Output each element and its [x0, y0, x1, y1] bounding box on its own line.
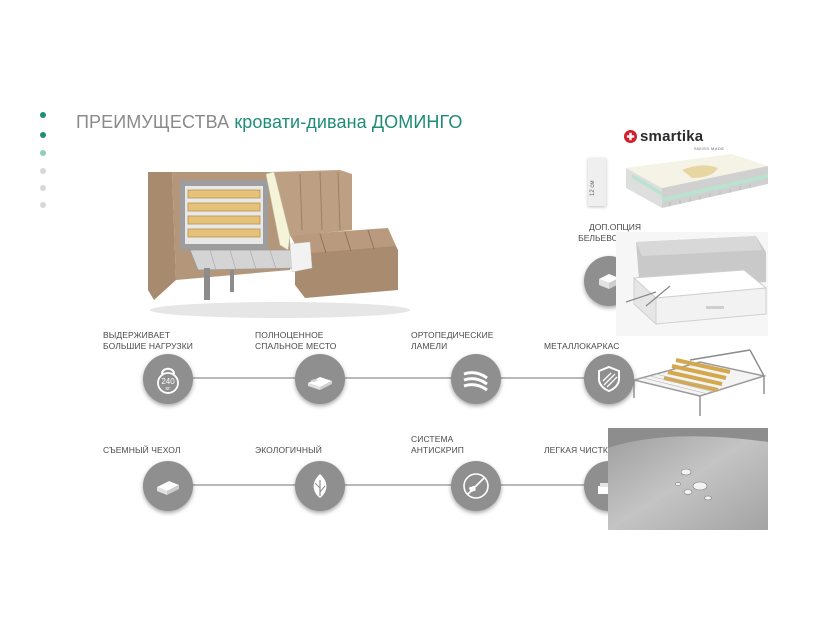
- sofa-bed-illustration: [148, 170, 410, 318]
- water-drops-fabric-image: [608, 428, 768, 530]
- feature-circle-eco[interactable]: [295, 461, 345, 511]
- leaf-icon: [313, 474, 327, 498]
- feature-circle-removable-cover[interactable]: [143, 461, 193, 511]
- feature-circle-load[interactable]: 240 КГ: [143, 354, 193, 404]
- feature-label-load: Выдерживаетбольшие нагрузки: [103, 330, 193, 351]
- slats-icon: [463, 371, 488, 392]
- title-highlight: кровати-дивана ДОМИНГО: [234, 112, 463, 132]
- mattress-thickness-bar: 12 см: [588, 158, 606, 206]
- nav-dot[interactable]: [40, 132, 46, 138]
- nav-dot[interactable]: [40, 202, 46, 208]
- feature-label-anti-squeak: Системаантискрип: [411, 434, 464, 455]
- mattress-image: [626, 154, 768, 208]
- storage-box-image: [616, 232, 768, 336]
- nav-dot[interactable]: [40, 168, 46, 174]
- brand-name: smartika: [640, 128, 704, 145]
- feature-label-sleeping-place: Полноценноеспальное место: [255, 330, 337, 351]
- cover-icon: [157, 480, 179, 495]
- kettlebell-icon: 240 КГ: [157, 367, 179, 394]
- timeline-row-2: [168, 484, 608, 486]
- nav-dot[interactable]: [40, 150, 46, 156]
- feature-circle-anti-squeak[interactable]: [451, 461, 501, 511]
- mattress-thickness-label: 12 см: [590, 180, 596, 196]
- feature-label-metal-frame: Металлокаркас: [544, 341, 620, 351]
- feature-circle-slats[interactable]: [451, 354, 501, 404]
- feature-circle-metal-frame[interactable]: [584, 354, 634, 404]
- metal-frame-image: [633, 349, 767, 416]
- kettlebell-unit: КГ: [165, 386, 171, 391]
- brand-logo: smartika SWISS MADE: [624, 128, 724, 151]
- title-prefix: ПРЕИМУЩЕСТВА: [76, 112, 230, 132]
- feature-label-slats: Ортопедическиеламели: [411, 330, 494, 351]
- page-title: ПРЕИМУЩЕСТВА кровати-дивана ДОМИНГО: [76, 112, 462, 133]
- brand-sub: SWISS MADE: [694, 146, 725, 151]
- swiss-cross-icon: [624, 130, 637, 143]
- nav-dot[interactable]: [40, 112, 46, 118]
- feature-label-easy-cleaning: Легкая чистка: [544, 445, 614, 455]
- bed-icon: [308, 377, 332, 390]
- feature-circle-sleeping-place[interactable]: [295, 354, 345, 404]
- timeline-row-1: [168, 377, 608, 379]
- nav-dot[interactable]: [40, 185, 46, 191]
- shield-icon: [598, 365, 620, 393]
- storage-option-label: Доп.опциябельевой ящик: [578, 222, 652, 243]
- kettlebell-weight: 240: [161, 377, 175, 386]
- violin-crossed-icon: [463, 473, 489, 499]
- feature-label-eco: Экологичный: [255, 445, 322, 455]
- feature-label-removable-cover: Съемный чехол: [103, 445, 181, 455]
